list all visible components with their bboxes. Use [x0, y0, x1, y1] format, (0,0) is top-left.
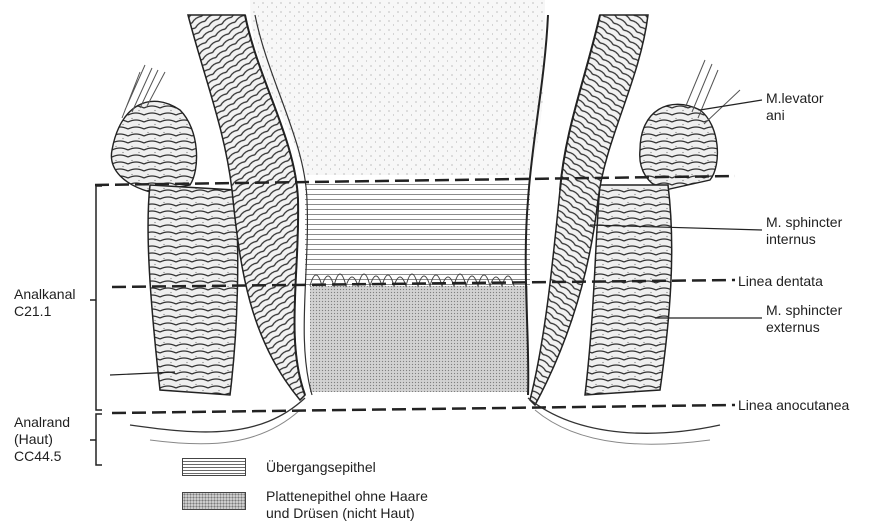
label-linea-anocutanea: Linea anocutanea — [738, 397, 849, 414]
label-linea-dentata: Linea dentata — [738, 273, 823, 290]
legend-swatch-squamous — [182, 492, 246, 510]
legend-text-transitional: Übergangsepithel — [266, 459, 376, 476]
leader-levator — [700, 100, 762, 110]
legend-swatch-transitional — [182, 458, 246, 476]
analrand-bracket — [90, 414, 102, 465]
transitional-epithelium-zone — [305, 182, 530, 286]
label-analrand: Analrand(Haut)CC44.5 — [14, 414, 70, 465]
rectum-lumen — [250, 0, 545, 175]
sphincter-externus-left — [148, 185, 238, 395]
sphincter-externus-right — [585, 185, 672, 395]
perianal-skin — [130, 398, 720, 433]
levator-left — [111, 65, 196, 192]
analkanal-bracket — [90, 186, 102, 410]
levator-right — [640, 60, 740, 190]
squamous-epithelium-zone — [310, 286, 528, 392]
linea-anocutanea-line — [112, 405, 735, 413]
